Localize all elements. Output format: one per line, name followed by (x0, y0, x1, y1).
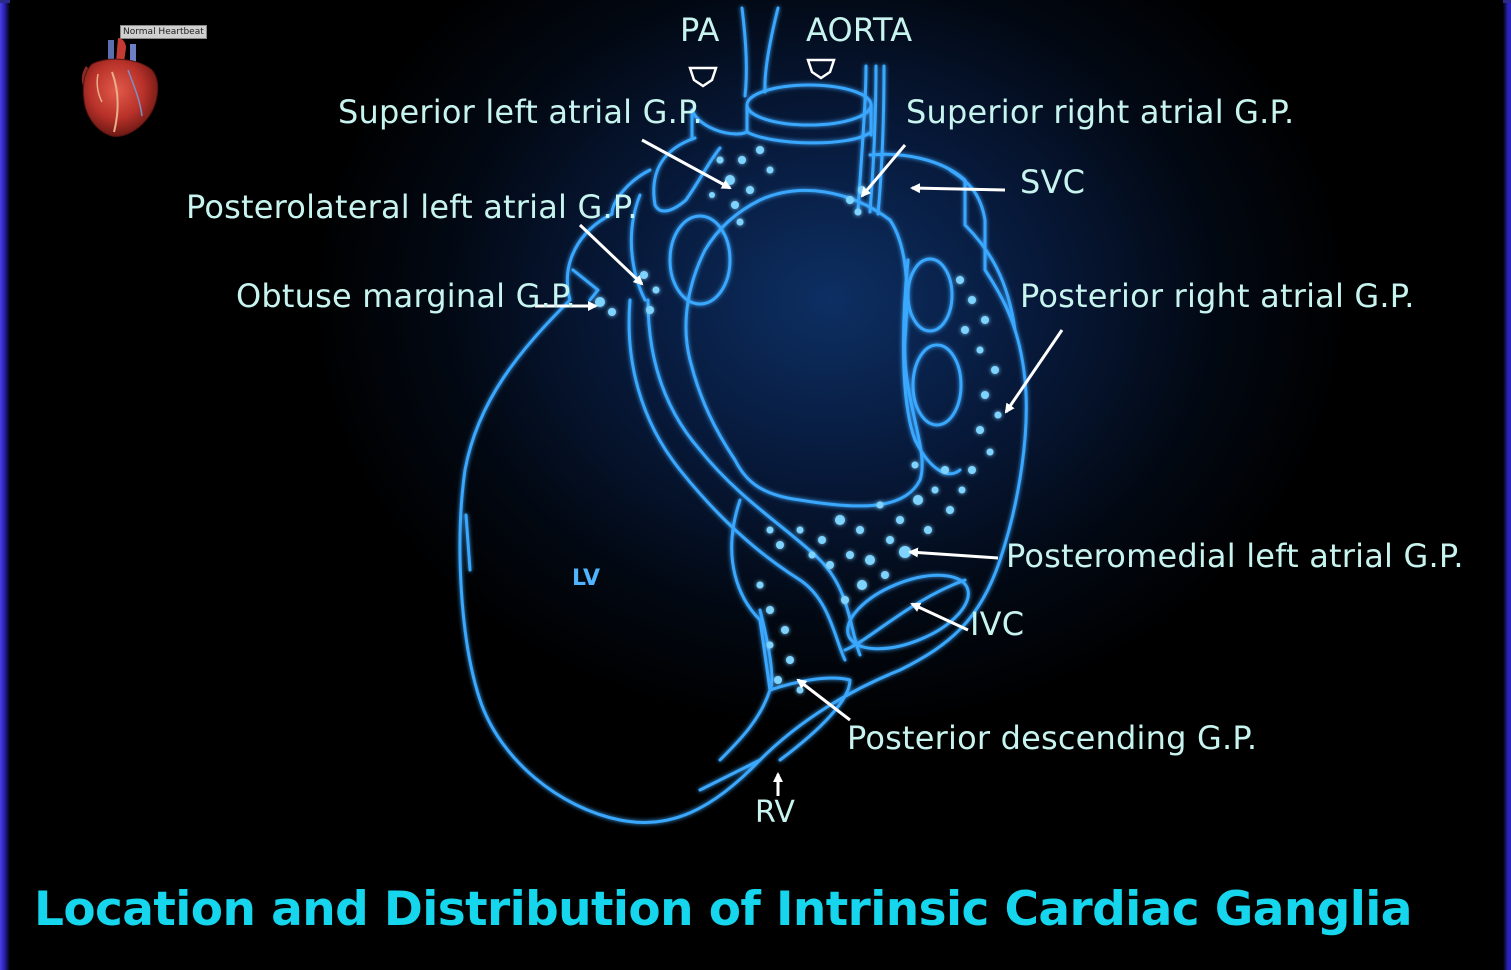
aorta-vessel (765, 8, 778, 92)
label-posterior-descending-gp: Posterior descending G.P. (847, 722, 1257, 754)
left-atrial-outline (654, 138, 720, 211)
label-lv: LV (572, 566, 600, 591)
label-pa: PA (680, 14, 720, 46)
aorta-ring (747, 85, 871, 125)
label-obtuse-marginal-gp: Obtuse marginal G.P. (236, 280, 576, 312)
heart-illustration-icon[interactable] (78, 36, 162, 140)
aorta-open-arrow-icon (808, 60, 834, 78)
arrow-ivc (912, 604, 968, 630)
left-atrium-chamber (686, 190, 922, 505)
pulmonary-artery-vessel (742, 8, 746, 96)
slide-title: Location and Distribution of Intrinsic C… (34, 886, 1412, 933)
label-rv: RV (755, 798, 795, 828)
right-ventricle-outline (720, 610, 772, 760)
label-posterior-right-atrial-gp: Posterior right atrial G.P. (1020, 280, 1415, 312)
label-posterolateral-left-atrial-gp: Posterolateral left atrial G.P. (186, 191, 638, 223)
label-aorta: AORTA (806, 14, 912, 46)
label-ivc: IVC (970, 608, 1024, 640)
label-posteromedial-left-atrial-gp: Posteromedial left atrial G.P. (1006, 540, 1464, 572)
pa-open-arrow-icon (690, 68, 716, 86)
vessel-arrowheads (690, 60, 834, 86)
arrow-svc (912, 188, 1005, 190)
av-groove (629, 300, 845, 660)
ganglia-dots (595, 146, 1002, 694)
label-superior-right-atrial-gp: Superior right atrial G.P. (906, 96, 1294, 128)
arrow-posteromedial-left-atrial (910, 552, 998, 558)
label-arrows (535, 140, 1062, 796)
right-pulmonary-vein-lower (913, 345, 961, 425)
arrow-posterior-right-atrial (1006, 330, 1062, 412)
right-pulmonary-vein-upper (908, 259, 952, 331)
label-svc: SVC (1020, 166, 1085, 198)
label-superior-left-atrial-gp: Superior left atrial G.P. (338, 96, 703, 128)
